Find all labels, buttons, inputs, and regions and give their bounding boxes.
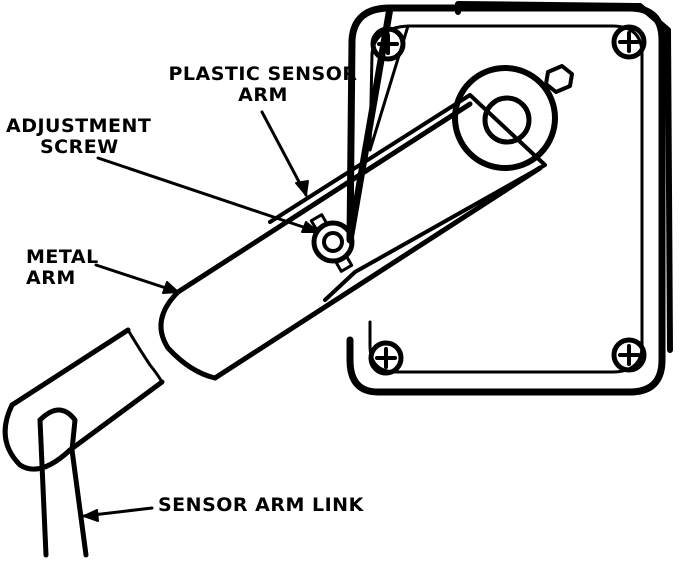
label-plastic-sensor-arm-line2: ARM — [238, 84, 288, 106]
label-adjustment-screw-line2: SCREW — [40, 136, 119, 158]
arrowhead-metal-arm — [162, 281, 179, 294]
metal-arm-end — [158, 289, 218, 381]
lower-arm-end — [2, 402, 73, 472]
label-adjustment-screw-line1: ADJUSTMENT — [6, 115, 152, 137]
leader-plastic-sensor-arm — [260, 110, 308, 197]
metal-arm — [175, 101, 543, 381]
corner-screw-top-left — [370, 26, 406, 62]
mounting-plate — [346, 4, 666, 396]
plastic-sensor-arm — [268, 93, 547, 302]
label-sensor-arm-link: SENSOR ARM LINK — [158, 494, 364, 516]
corner-screw-bottom-left — [368, 340, 404, 376]
label-metal-arm-line2: ARM — [26, 267, 76, 289]
label-plastic-sensor-arm-line1: PLASTIC SENSOR — [168, 63, 358, 85]
sensor-arm-link-rod — [37, 417, 89, 558]
link-eye — [37, 407, 78, 453]
pivot-hub-inner — [482, 95, 532, 145]
adjustment-screw-inner — [322, 231, 344, 253]
arrowhead-sensor-arm-link — [83, 509, 99, 522]
corner-screw-top-right — [611, 24, 647, 60]
label-plastic-sensor-arm: PLASTIC SENSOR ARM — [168, 64, 358, 106]
label-metal-arm-line1: METAL — [26, 246, 99, 268]
arrowhead-plastic-sensor-arm — [295, 180, 309, 196]
label-adjustment-screw: ADJUSTMENT SCREW — [6, 116, 151, 158]
lower-arm-break — [126, 328, 164, 384]
leader-adjustment-screw — [96, 156, 320, 234]
pivot-hub-outer — [452, 65, 558, 171]
hub-nut — [544, 64, 574, 94]
label-metal-arm: METAL ARM — [26, 247, 99, 289]
corner-screw-bottom-right — [611, 337, 647, 373]
adjustment-screw-outer — [311, 220, 355, 264]
arrowhead-adjustment-screw — [301, 221, 319, 233]
lower-arm-section — [9, 327, 165, 453]
plate-inner-border — [368, 24, 644, 374]
